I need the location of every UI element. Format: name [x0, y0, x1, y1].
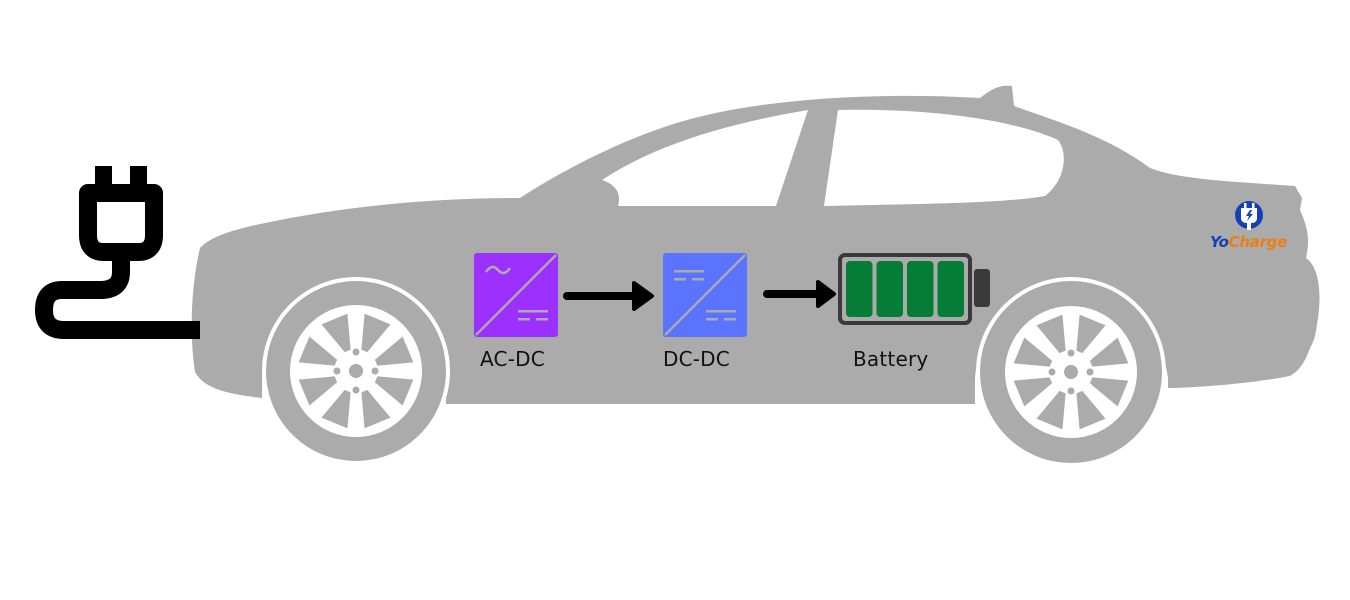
- wheel-lug: [333, 367, 341, 375]
- battery-icon: [838, 253, 990, 325]
- wheel-gap: [1076, 390, 1106, 430]
- battery-cell: [907, 261, 934, 317]
- wheel-gap: [298, 376, 338, 406]
- wheel-hub: [1064, 365, 1078, 379]
- wheel-lug: [371, 367, 379, 375]
- wheel-gap: [1076, 314, 1106, 354]
- brand-name-part2: Charge: [1228, 233, 1288, 251]
- wheel-lug: [1086, 368, 1094, 376]
- wheel-gap: [321, 313, 351, 353]
- power-plug-icon: [34, 166, 200, 339]
- wheel-gap: [361, 389, 391, 429]
- wheel-gap: [1089, 377, 1129, 407]
- wheel-gap: [1036, 314, 1066, 354]
- stage-label-battery: Battery: [853, 347, 929, 371]
- ac-dc-converter-icon: [474, 253, 558, 337]
- wheel-lug: [1067, 349, 1075, 357]
- wheel-hub: [349, 364, 363, 378]
- wheel-lug: [352, 348, 360, 356]
- wheel-gap: [321, 389, 351, 429]
- wheel-gap: [374, 336, 414, 366]
- rear-wheel: [262, 277, 450, 465]
- battery-cell: [876, 261, 903, 317]
- stage-label-dc-dc: DC-DC: [663, 347, 730, 371]
- wheel-gap: [361, 313, 391, 353]
- battery-cell: [846, 261, 873, 317]
- arrow-icon: [563, 281, 654, 311]
- wheel-gap: [1013, 337, 1053, 367]
- battery-cell: [937, 261, 964, 317]
- wheel-gap: [1013, 377, 1053, 407]
- wheel-gap: [374, 376, 414, 406]
- front-side-window: [824, 109, 1064, 206]
- wheel-gap: [1036, 390, 1066, 430]
- wheel-lug: [1067, 387, 1075, 395]
- dc-dc-converter-icon: [663, 253, 747, 337]
- brand-name: YoCharge: [1210, 233, 1287, 251]
- arrow-icon: [763, 280, 836, 308]
- wheel-gap: [298, 336, 338, 366]
- plug-bolt-logo-icon: [1235, 201, 1263, 230]
- wheel-lug: [352, 386, 360, 394]
- stage-label-ac-dc: AC-DC: [480, 347, 545, 371]
- wheel-gap: [1089, 337, 1129, 367]
- rear-side-window: [602, 110, 808, 206]
- front-wheel: [976, 277, 1166, 467]
- brand-name-part1: Yo: [1210, 233, 1229, 251]
- wheel-lug: [1048, 368, 1056, 376]
